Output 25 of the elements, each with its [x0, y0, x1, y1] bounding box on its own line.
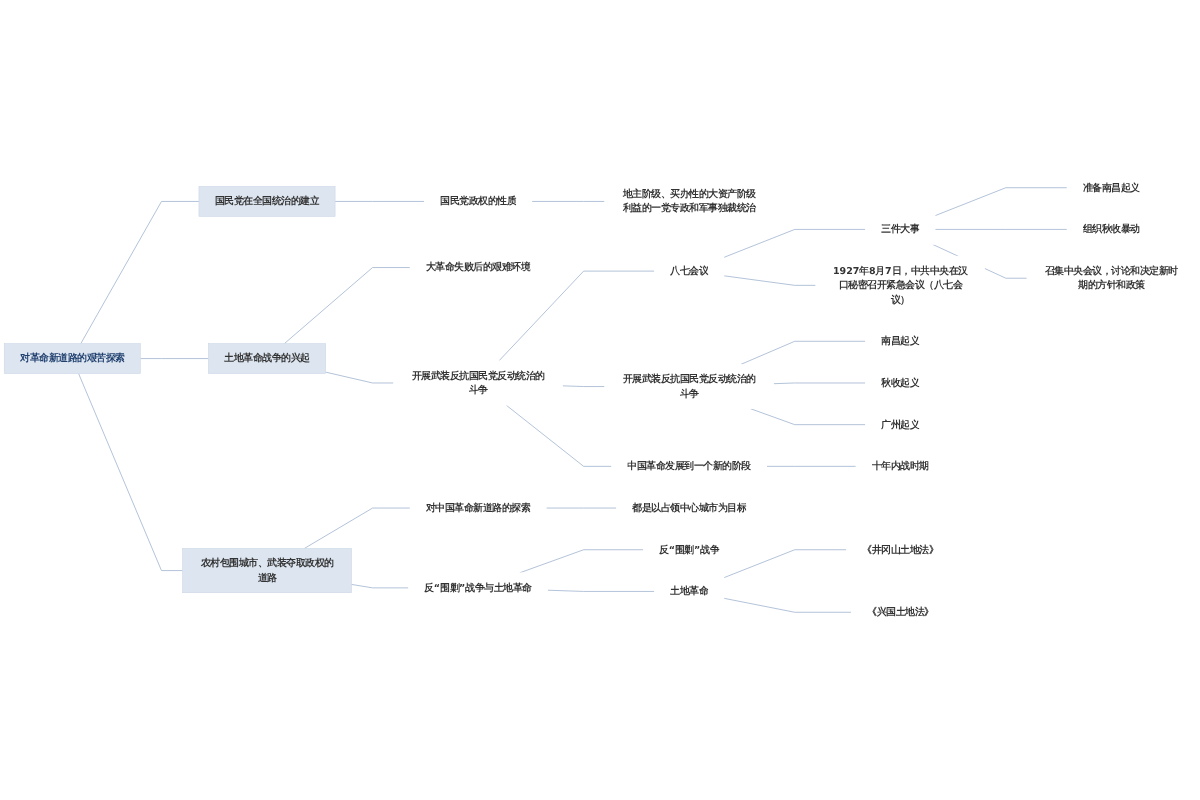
connector: [78, 373, 183, 571]
connector: [723, 549, 847, 579]
connector: [325, 371, 395, 384]
connector: [284, 267, 411, 344]
connector: [139, 358, 209, 359]
connector: [934, 187, 1068, 217]
connector: [80, 201, 200, 344]
connector: [723, 597, 852, 613]
connector: [562, 385, 606, 387]
connector: [498, 270, 655, 362]
connector: [934, 229, 1068, 230]
connector: [531, 201, 606, 202]
connector: [773, 382, 866, 385]
connector: [351, 584, 409, 589]
connector: [766, 465, 857, 467]
connector: [545, 507, 617, 509]
connector: [334, 201, 425, 202]
connector: [740, 340, 866, 365]
connector: [750, 408, 866, 426]
connector: [304, 507, 411, 549]
connector: [723, 229, 866, 258]
connector: [723, 275, 817, 286]
connector: [547, 589, 655, 592]
connector: [519, 549, 644, 574]
connector: [505, 404, 612, 467]
